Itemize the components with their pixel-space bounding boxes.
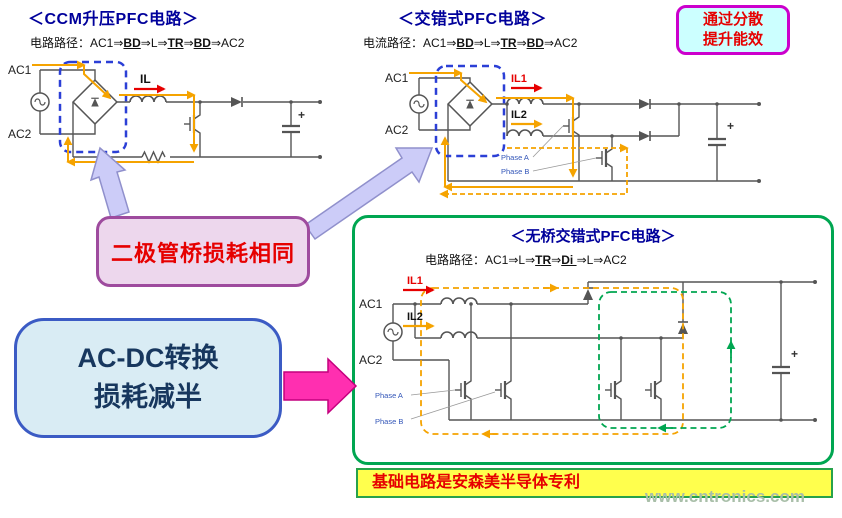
badge-line1: 通过分散 [702, 10, 763, 28]
gate-wires [410, 389, 496, 420]
transistor3-icon [603, 372, 623, 408]
phase1-current-path [409, 68, 578, 192]
cap-plus-label: + [298, 108, 305, 122]
badge-line2: 提升能效 [702, 31, 763, 48]
interleaved-path-label: 电流路径：AC1⇒BD⇒L⇒TR⇒BD⇒AC2 [363, 36, 578, 50]
diode2-icon [638, 130, 651, 142]
transistor1-icon [561, 108, 581, 144]
ccm-title: ＜CCM升压PFC电路＞ [28, 11, 199, 28]
inductor2-icon [506, 129, 544, 137]
ac-source-icon [383, 322, 403, 342]
bridgeless-path-label: 电路路径：AC1⇒L⇒TR⇒Di ⇒L⇒AC2 [425, 253, 627, 267]
bridgeless-title: ＜无桥交错式PFC电路＞ [510, 228, 676, 245]
patent-banner: 基础电路是安森美半导体专利 [356, 468, 833, 498]
phase-b-label: Phase B [501, 167, 529, 176]
ac1-label: AC1 [385, 71, 409, 85]
bridgeless-wires [392, 281, 815, 421]
ac-source-icon [30, 92, 50, 112]
il2-label: IL2 [407, 311, 423, 323]
diode-bridge-icon [73, 80, 117, 124]
efficiency-badge: 通过分散 提升能效 [676, 5, 790, 55]
watermark: www.cntronics.com [645, 487, 805, 506]
bridgeless-panel: ＜无桥交错式PFC电路＞ 电路路径：AC1⇒L⇒TR⇒Di ⇒L⇒AC2 [352, 215, 834, 465]
ccm-path-label: 电路路径：AC1⇒BD⇒L⇒TR⇒BD⇒AC2 [30, 36, 245, 50]
capacitor-icon [706, 130, 728, 154]
ccm-current-path [32, 60, 199, 167]
ac2-label: AC2 [385, 123, 409, 137]
interleaved-title: ＜交错式PFC电路＞ [398, 11, 548, 28]
il-label: IL [140, 72, 151, 86]
il1-label: IL1 [511, 73, 527, 85]
interleaved-circuit-diagram: AC1 AC2 IL1 IL2 + Phase A Phase B [385, 64, 761, 199]
resistor-icon [141, 151, 166, 163]
phase-a-label: Phase A [375, 391, 403, 400]
phase2-current-path [439, 143, 629, 199]
diode-icon [230, 96, 243, 108]
ccm-circuit-diagram: AC1 AC2 IL + [8, 60, 322, 167]
capacitor-icon [280, 117, 302, 141]
il2-label: IL2 [511, 109, 527, 121]
cap-plus-label: + [727, 119, 734, 133]
bridge-highlight-box [434, 64, 506, 158]
ac1-label: AC1 [8, 63, 32, 77]
diode1-icon [638, 98, 651, 110]
ac2-label: AC2 [359, 353, 383, 367]
transistor-icon [182, 106, 202, 142]
loop-direction-ticks [481, 283, 736, 439]
interleaved-nodes [505, 102, 761, 183]
acdc-to-bridgeless-arrow [283, 357, 358, 415]
acdc-loss-callout: AC-DC转换 损耗减半 [14, 318, 282, 438]
phase-b-label: Phase B [375, 417, 403, 426]
phase-a-label: Phase A [501, 153, 529, 162]
inductor-icon [129, 95, 167, 103]
ccm-wires [39, 69, 320, 158]
transistor2-icon [594, 140, 614, 176]
phase2-current-loop [598, 291, 732, 429]
cap-plus-label: + [791, 347, 798, 361]
boost-diode1-icon [582, 287, 594, 301]
ac-source-icon [409, 94, 429, 114]
phase1-current-loop [420, 287, 684, 435]
diode-bridge-loss-callout: 二极管桥损耗相同 [96, 216, 310, 287]
capacitor-icon [770, 358, 792, 382]
bridgeless-nodes [413, 280, 817, 422]
diode-bridge-loss-text: 二极管桥损耗相同 [110, 240, 295, 266]
transistor2-icon [493, 372, 513, 408]
gate-wires [532, 125, 597, 172]
acdc-line1: AC-DC转换 [77, 342, 219, 373]
ac2-label: AC2 [8, 127, 32, 141]
transistor4-icon [643, 372, 663, 408]
patent-text: 基础电路是安森美半导体专利 [372, 474, 581, 491]
ac1-label: AC1 [359, 297, 383, 311]
transistor1-icon [453, 372, 473, 408]
il1-label: IL1 [407, 275, 423, 287]
bridgeless-circuit-diagram: AC1 AC2 IL1 IL2 + Phase A Phase B [359, 275, 817, 439]
acdc-line2: 损耗减半 [94, 382, 202, 412]
